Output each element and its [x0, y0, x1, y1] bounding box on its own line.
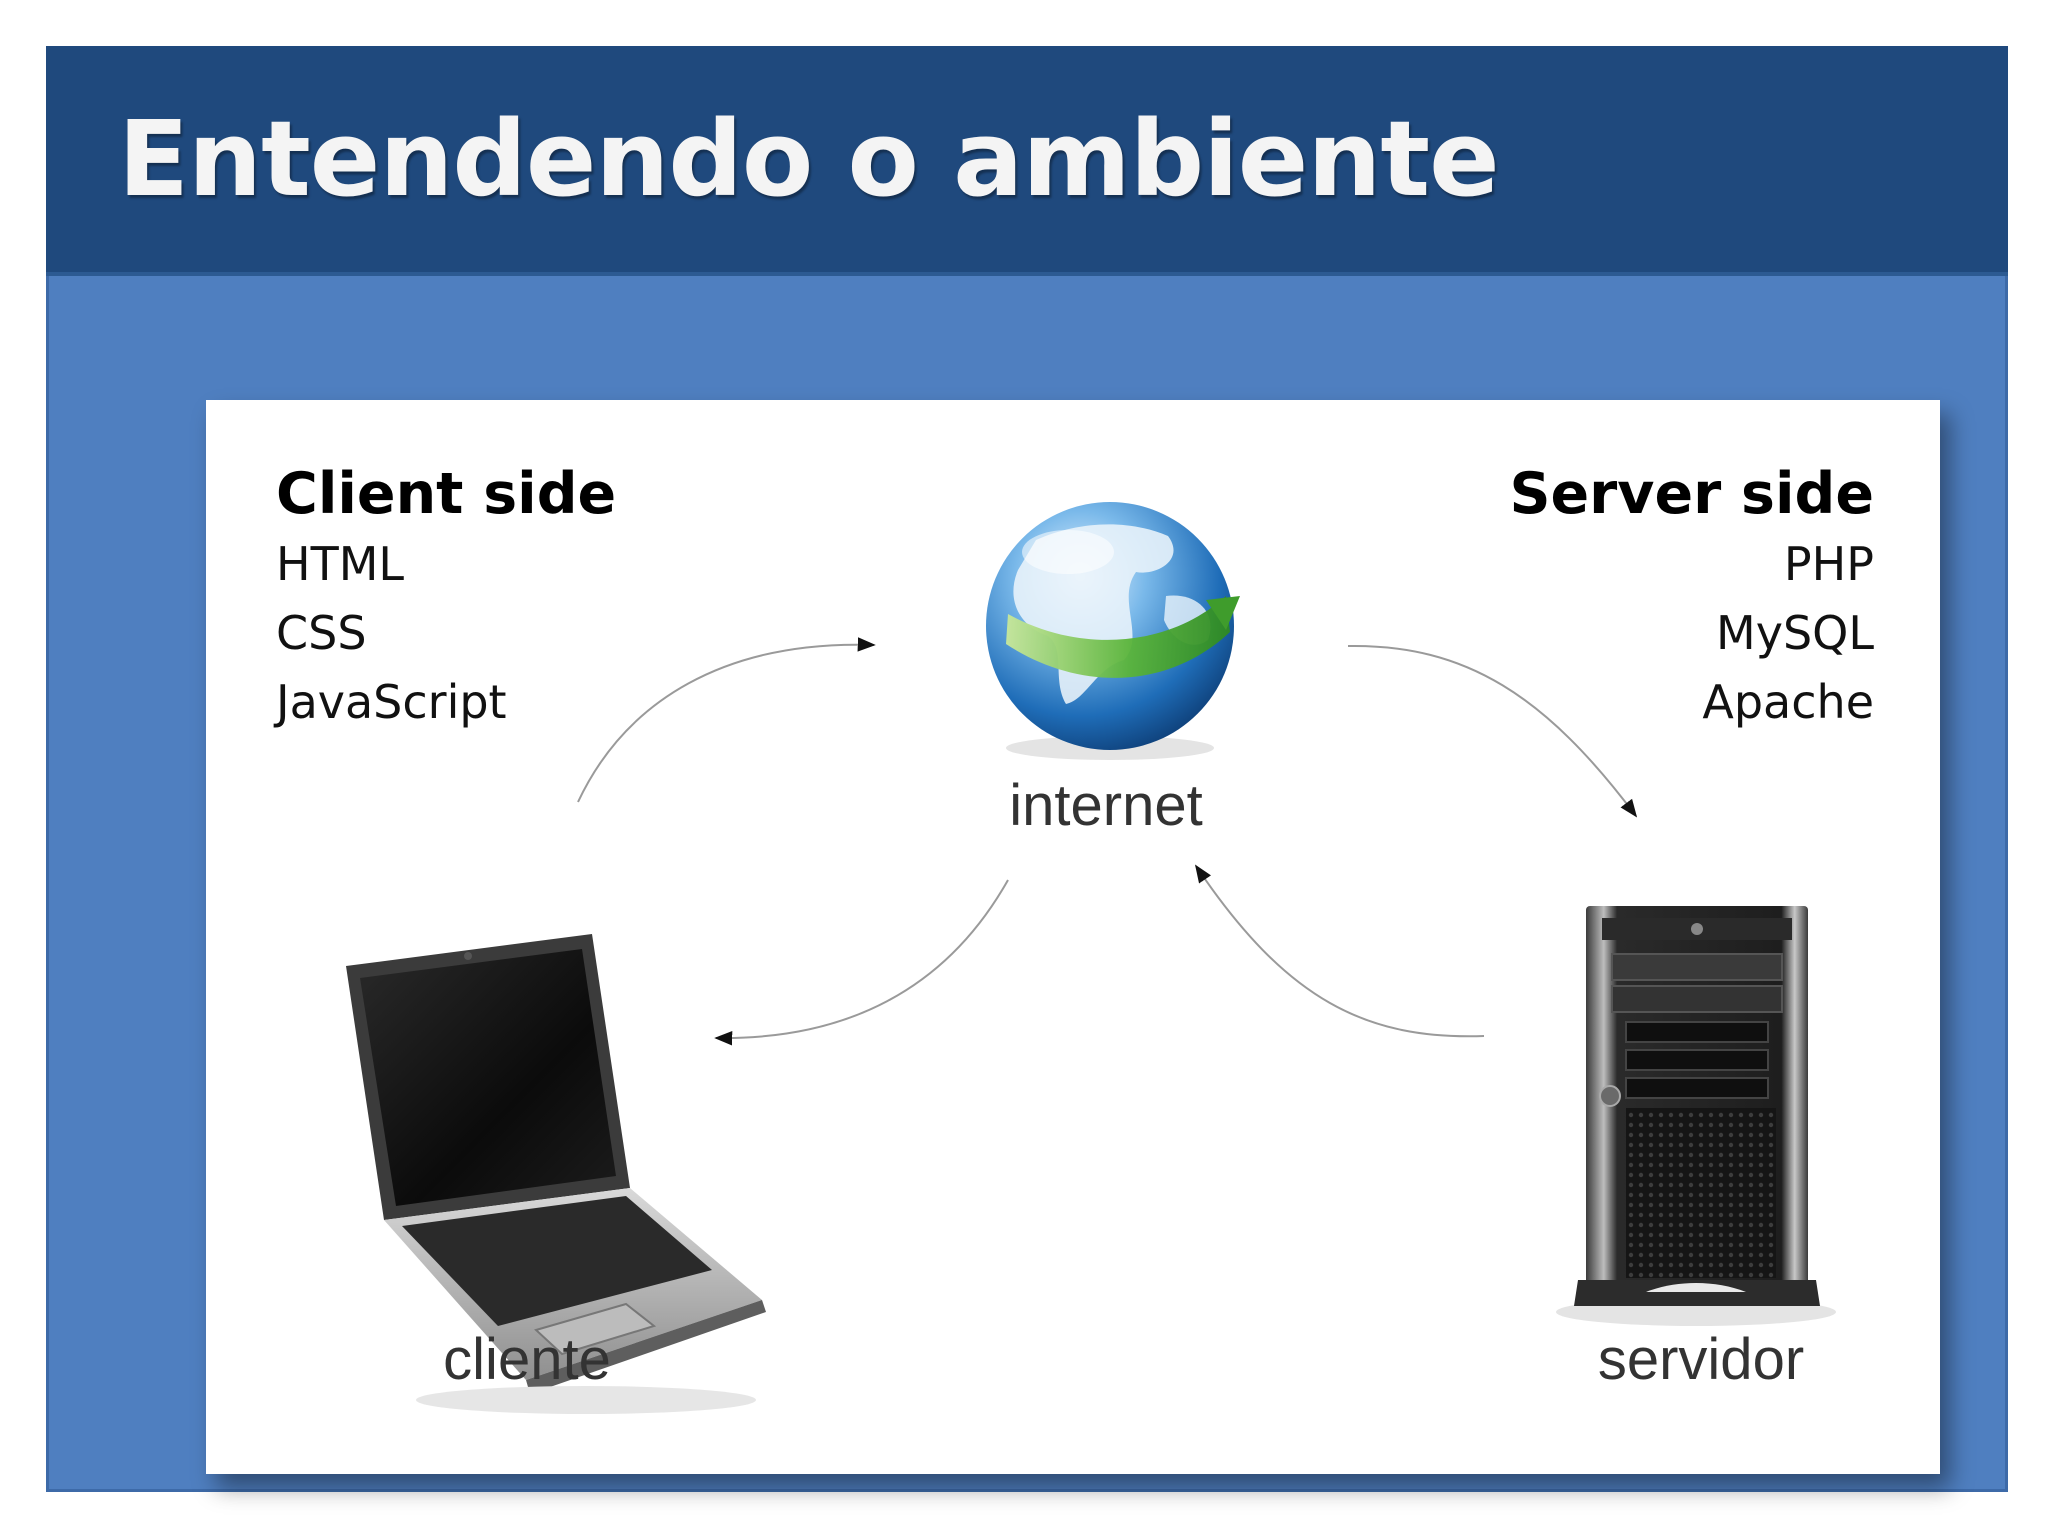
globe-icon: [986, 502, 1240, 760]
server-side-block: Server side PHP MySQL Apache: [1509, 458, 1874, 737]
server-tech-item: Apache: [1702, 675, 1874, 729]
internet-label: internet: [1009, 773, 1203, 838]
server-tech-item: MySQL: [1716, 606, 1874, 660]
client-side-heading: Client side: [276, 461, 617, 527]
laptop-icon: [346, 934, 766, 1414]
client-tech-item: HTML: [276, 537, 405, 591]
client-tech-item: JavaScript: [276, 675, 507, 729]
server-side-heading: Server side: [1509, 461, 1874, 527]
server-tech-item: PHP: [1783, 537, 1874, 591]
title-bar: Entendendo o ambiente: [46, 46, 2008, 276]
server-side-list: PHP MySQL Apache: [1509, 530, 1874, 737]
network-diagram: [346, 502, 1836, 1414]
edge-internet-to-cliente: [714, 879, 1009, 1046]
edge-servidor-to-internet: [1194, 864, 1485, 1038]
edge-cliente-to-internet: [577, 637, 876, 803]
client-side-list: HTML CSS JavaScript: [276, 530, 616, 737]
slide-title: Entendendo o ambiente: [118, 98, 1500, 220]
client-side-block: Client side HTML CSS JavaScript: [276, 458, 616, 737]
diagram-panel: Client side HTML CSS JavaScript Server s…: [206, 400, 1940, 1474]
slide: Entendendo o ambiente: [46, 46, 2008, 1492]
edge-internet-to-servidor: [1347, 644, 1638, 818]
server-tower-icon: [1556, 906, 1836, 1326]
client-tech-item: CSS: [276, 606, 367, 660]
cliente-label: cliente: [443, 1327, 611, 1392]
servidor-label: servidor: [1597, 1327, 1805, 1392]
